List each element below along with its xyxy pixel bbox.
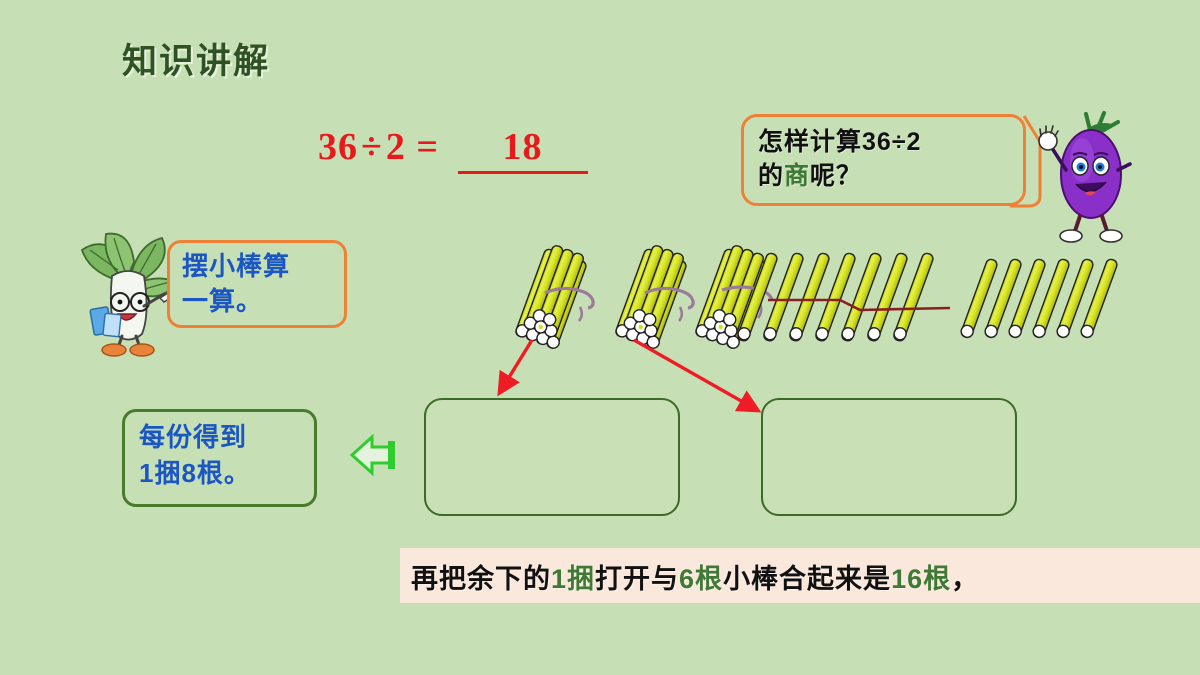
- green-left-arrow-icon: [349, 433, 395, 477]
- cabbage-mascot: [80, 232, 182, 357]
- stick-bundle-1: [515, 245, 595, 349]
- cabbage-bubble-text: 摆小棒算 一算。: [182, 249, 290, 319]
- red-arrow-left: [497, 339, 534, 397]
- stick-bundle-3: [695, 245, 774, 349]
- result-note-line1: 每份得到: [139, 422, 248, 452]
- bubble-line1-part-b: 2: [906, 128, 922, 156]
- eggplant-mascot: [1038, 111, 1132, 243]
- caption-seg3: 打开与: [595, 564, 680, 594]
- caption-bar: 再把余下的1捆打开与6根小棒合起来是16根，: [400, 548, 1200, 603]
- cabbage-bubble-line1: 摆小棒算: [182, 251, 291, 281]
- equation-divisor: 2: [385, 126, 406, 168]
- result-note-line2: 1捆8根。: [139, 457, 251, 488]
- caption-seg1: 再把余下的: [411, 564, 551, 594]
- result-note-text: 每份得到 1捆8根。: [139, 420, 251, 492]
- equation-dividend: 36: [318, 126, 358, 168]
- cabbage-speech-bubble: 摆小棒算 一算。: [167, 240, 347, 328]
- bubble-line2-part-a: 的: [758, 161, 785, 190]
- equals-sign: =: [416, 126, 440, 168]
- loose-sticks-right: [960, 258, 1118, 339]
- green-arrow-tail-bar: [388, 441, 395, 469]
- result-note-box: 每份得到 1捆8根。: [122, 409, 317, 507]
- caption-highlight-3: 16根: [891, 564, 952, 594]
- caption-seg7: ，: [951, 564, 980, 594]
- answer-box-right[interactable]: [761, 398, 1017, 516]
- answer-box-left[interactable]: [424, 398, 680, 516]
- eggplant-bubble-text: 怎样计算36÷2 的商呢？: [758, 126, 921, 194]
- bubble-highlight-word: 商: [784, 161, 811, 190]
- division-sign-icon: ÷: [361, 126, 383, 168]
- caption-seg5: 小棒合起来是: [723, 564, 892, 594]
- page-title: 知识讲解: [122, 42, 271, 81]
- equation-answer-blank: 18: [457, 125, 588, 174]
- bubble-line2-part-b: 呢？: [810, 161, 863, 190]
- caption-text: 再把余下的1捆打开与6根小棒合起来是16根，: [411, 557, 979, 596]
- eggplant-speech-bubble: 怎样计算36÷2 的商呢？: [741, 114, 1026, 206]
- caption-highlight-1: 1捆: [551, 564, 596, 594]
- cabbage-bubble-line2: 一算。: [182, 286, 264, 317]
- stick-bundle-2: [615, 245, 695, 349]
- equation-line: 36÷2 = 18: [318, 125, 588, 174]
- caption-highlight-2: 6根: [679, 564, 724, 594]
- bubble-line1-part-a: 怎样计算36: [758, 128, 892, 156]
- loose-sticks-middle: [737, 252, 951, 342]
- bubble-division-sign-icon: ÷: [891, 128, 907, 156]
